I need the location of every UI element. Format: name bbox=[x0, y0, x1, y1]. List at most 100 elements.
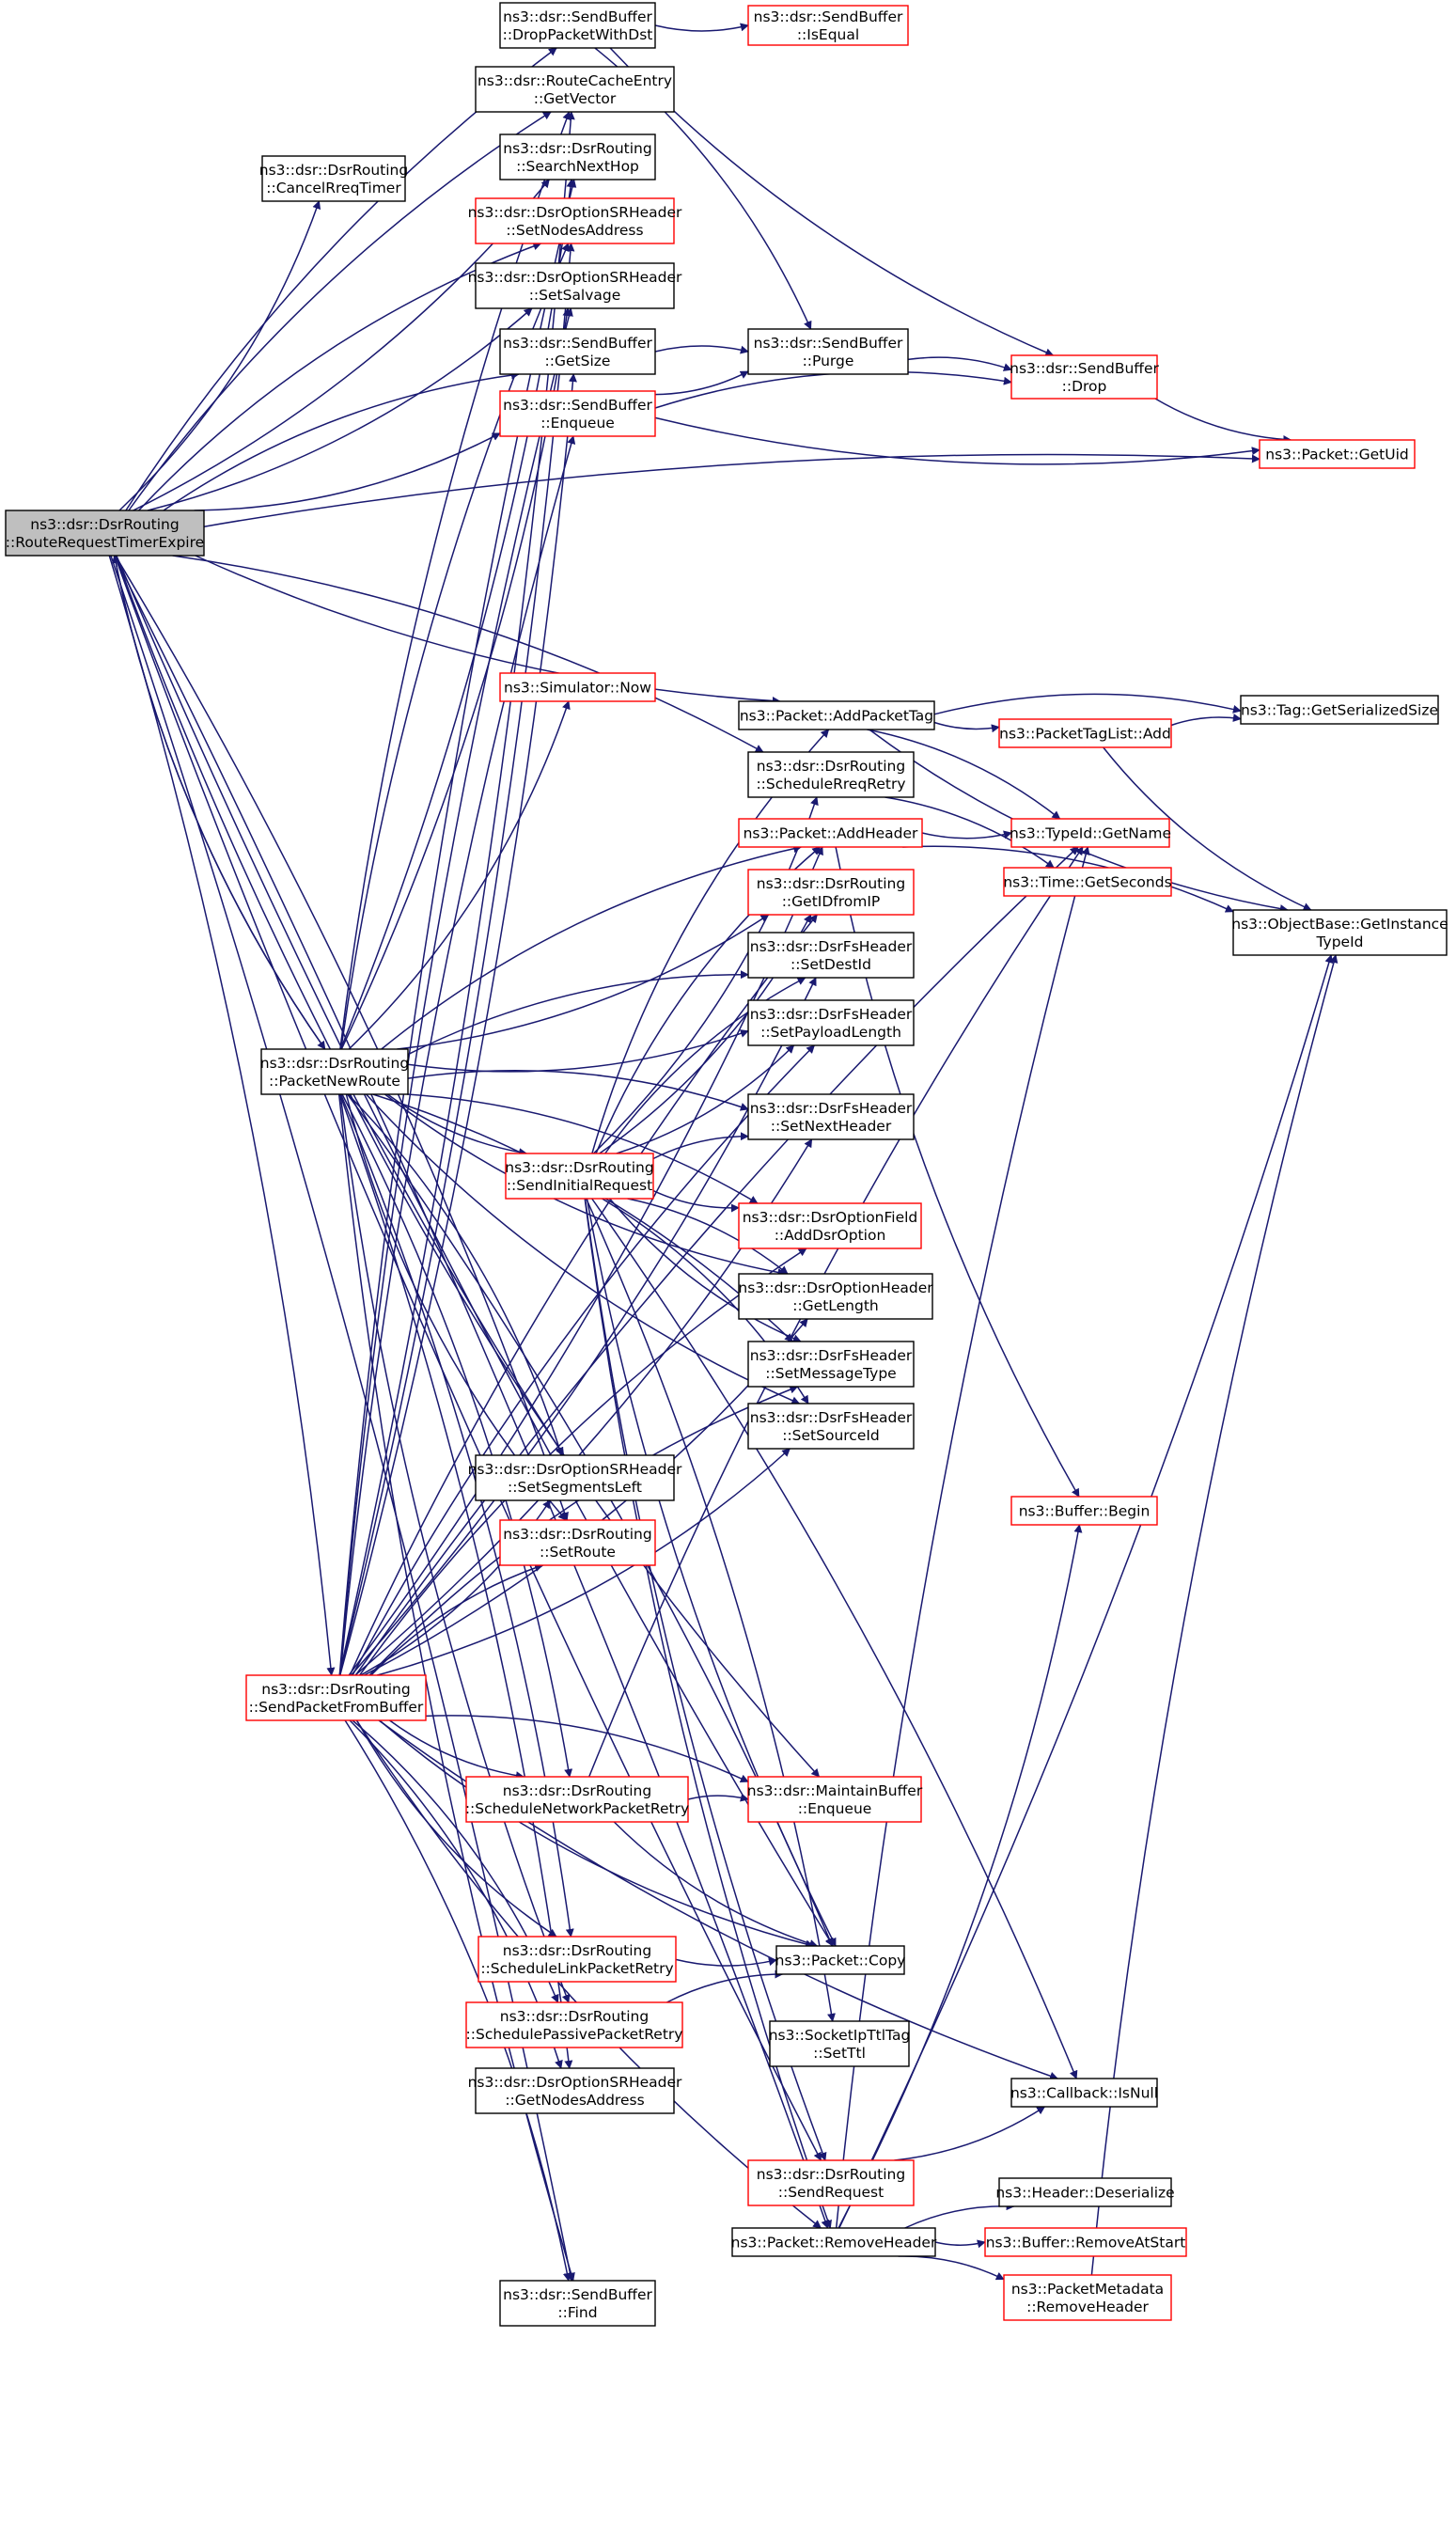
node-box bbox=[1003, 867, 1172, 897]
node-label: ns3::dsr::DsrRouting bbox=[757, 875, 905, 892]
node-label: ::SetNodesAddress bbox=[506, 222, 643, 239]
node-adddsroption[interactable]: ns3::dsr::DsrOptionField::AddDsrOption bbox=[738, 1202, 922, 1249]
node-sendfrombuf[interactable]: ns3::dsr::DsrRouting::SendPacketFromBuff… bbox=[245, 1674, 427, 1721]
node-setnexthdr[interactable]: ns3::dsr::DsrFsHeader::SetNextHeader bbox=[747, 1093, 915, 1140]
node-box bbox=[1010, 1496, 1158, 1526]
nodes-layer: ns3::dsr::DsrRouting::RouteRequestTimerE… bbox=[5, 2, 1448, 2327]
node-schednetretry[interactable]: ns3::dsr::DsrRouting::ScheduleNetworkPac… bbox=[465, 1776, 689, 1823]
node-getsize[interactable]: ns3::dsr::SendBuffer::GetSize bbox=[499, 328, 656, 375]
node-setttl[interactable]: ns3::SocketIpTtlTag::SetTtl bbox=[769, 2020, 911, 2067]
edge-schedpassive-to-packetcopy bbox=[666, 1969, 784, 2003]
node-setroute[interactable]: ns3::dsr::DsrRouting::SetRoute bbox=[499, 1519, 656, 1566]
node-label: ns3::Packet::GetUid bbox=[1265, 447, 1408, 463]
node-box bbox=[747, 932, 915, 979]
node-label: ns3::Buffer::Begin bbox=[1019, 1503, 1151, 1520]
node-label: ::ScheduleRreqRetry bbox=[756, 776, 905, 792]
node-label: ns3::dsr::DsrRouting bbox=[503, 140, 651, 157]
node-label: ns3::dsr::DsrRouting bbox=[500, 2008, 649, 2025]
node-setpayload[interactable]: ns3::dsr::DsrFsHeader::SetPayloadLength bbox=[747, 999, 915, 1046]
node-label: ns3::TypeId::GetName bbox=[1010, 825, 1171, 842]
edge-packetnewroute-to-searchnexthop bbox=[339, 179, 575, 1050]
node-label: ::SetPayloadLength bbox=[760, 1024, 901, 1041]
node-packetcopy[interactable]: ns3::Packet::Copy bbox=[775, 1945, 906, 1975]
node-hdrdeserialize[interactable]: ns3::Header::Deserialize bbox=[995, 2177, 1175, 2207]
node-searchnexthop[interactable]: ns3::dsr::DsrRouting::SearchNextHop bbox=[499, 133, 656, 180]
node-box bbox=[1010, 2078, 1158, 2108]
node-drop[interactable]: ns3::dsr::SendBuffer::Drop bbox=[1010, 354, 1159, 400]
node-pmremovehdr[interactable]: ns3::PacketMetadata::RemoveHeader bbox=[1003, 2274, 1172, 2321]
node-label: ns3::Header::Deserialize bbox=[995, 2185, 1174, 2202]
edge-getsize-to-purge bbox=[654, 345, 749, 354]
node-label: ::SearchNextHop bbox=[516, 158, 639, 175]
node-getvector[interactable]: ns3::dsr::RouteCacheEntry::GetVector bbox=[475, 66, 675, 113]
node-cancelrreq[interactable]: ns3::dsr::DsrRouting::CancelRreqTimer bbox=[259, 155, 408, 202]
node-removeatstart[interactable]: ns3::Buffer::RemoveAtStart bbox=[984, 2227, 1187, 2257]
node-schedlinkretry[interactable]: ns3::dsr::DsrRouting::ScheduleLinkPacket… bbox=[478, 1936, 677, 1983]
node-label: ::ScheduleLinkPacketRetry bbox=[480, 1960, 673, 1977]
node-label: ns3::PacketMetadata bbox=[1011, 2281, 1164, 2298]
edge-root-to-setroute bbox=[115, 555, 569, 1521]
edge-sendinitial-to-setdestid bbox=[604, 977, 806, 1154]
node-label: ns3::Packet::RemoveHeader bbox=[731, 2235, 937, 2252]
node-setsalvage[interactable]: ns3::dsr::DsrOptionSRHeader::SetSalvage bbox=[468, 262, 682, 309]
node-label: ns3::dsr::RouteCacheEntry bbox=[478, 72, 672, 89]
edge-root-to-schedrreqretry bbox=[172, 555, 764, 753]
node-setnodesaddr[interactable]: ns3::dsr::DsrOptionSRHeader::SetNodesAdd… bbox=[468, 197, 682, 244]
node-box bbox=[1010, 354, 1158, 400]
node-schedpassive[interactable]: ns3::dsr::DsrRouting::SchedulePassivePac… bbox=[465, 2001, 683, 2048]
edge-root-to-packetcopy bbox=[116, 555, 834, 1947]
edge-packetnewroute-to-setsegleft bbox=[347, 1093, 564, 1456]
edge-sendinitial-to-getlength bbox=[627, 1198, 789, 1275]
node-typeidname[interactable]: ns3::TypeId::GetName bbox=[1010, 818, 1171, 848]
edge-root-to-getuid bbox=[203, 453, 1260, 527]
node-setsegleft[interactable]: ns3::dsr::DsrOptionSRHeader::SetSegments… bbox=[468, 1454, 682, 1501]
node-sendrequest[interactable]: ns3::dsr::DsrRouting::SendRequest bbox=[747, 2159, 915, 2206]
node-packetnewroute[interactable]: ns3::dsr::DsrRouting::PacketNewRoute bbox=[260, 1048, 409, 1095]
node-setdestid[interactable]: ns3::dsr::DsrFsHeader::SetDestId bbox=[747, 932, 915, 979]
node-maintenqueue[interactable]: ns3::dsr::MaintainBuffer::Enqueue bbox=[747, 1776, 923, 1823]
node-getidfromip[interactable]: ns3::dsr::DsrRouting::GetIDfromIP bbox=[747, 869, 915, 916]
node-label: ::GetVector bbox=[534, 90, 617, 107]
node-enqueue[interactable]: ns3::dsr::SendBuffer::Enqueue bbox=[499, 390, 656, 437]
node-taglistadd[interactable]: ns3::PacketTagList::Add bbox=[998, 718, 1172, 748]
edge-sendfrombuf-to-setdestid bbox=[350, 977, 817, 1676]
node-addpackettag[interactable]: ns3::Packet::AddPacketTag bbox=[738, 700, 935, 730]
node-label: ns3::dsr::DsrOptionSRHeader bbox=[468, 1461, 682, 1478]
edge-drop-to-getuid bbox=[1154, 398, 1292, 444]
node-bufbegin[interactable]: ns3::Buffer::Begin bbox=[1010, 1496, 1158, 1526]
edge-sendfrombuf-to-setmsgtype bbox=[368, 1385, 799, 1676]
node-sbfind[interactable]: ns3::dsr::SendBuffer::Find bbox=[499, 2280, 656, 2327]
node-removeheader[interactable]: ns3::Packet::RemoveHeader bbox=[731, 2227, 937, 2257]
node-setmsgtype[interactable]: ns3::dsr::DsrFsHeader::SetMessageType bbox=[747, 1341, 915, 1388]
node-box bbox=[5, 510, 205, 557]
node-getnodesaddr[interactable]: ns3::dsr::DsrOptionSRHeader::GetNodesAdd… bbox=[468, 2067, 682, 2114]
node-now[interactable]: ns3::Simulator::Now bbox=[499, 672, 656, 702]
node-label: ::Enqueue bbox=[798, 1800, 872, 1817]
edge-root-to-sendfrombuf bbox=[108, 555, 336, 1676]
node-label: ns3::SocketIpTtlTag bbox=[769, 2027, 911, 2044]
node-label: ::GetSize bbox=[545, 353, 611, 369]
node-timesec[interactable]: ns3::Time::GetSeconds bbox=[1003, 867, 1172, 897]
node-box bbox=[1003, 2274, 1172, 2321]
node-purge[interactable]: ns3::dsr::SendBuffer::Purge bbox=[747, 328, 909, 375]
node-cbisnull[interactable]: ns3::Callback::IsNull bbox=[1010, 2078, 1158, 2108]
node-tagserial[interactable]: ns3::Tag::GetSerializedSize bbox=[1240, 695, 1439, 725]
node-addheader[interactable]: ns3::Packet::AddHeader bbox=[738, 818, 923, 848]
node-root[interactable]: ns3::dsr::DsrRouting::RouteRequestTimerE… bbox=[5, 510, 205, 557]
edge-addheader-to-typeidname bbox=[921, 830, 1012, 839]
node-schedrreqretry[interactable]: ns3::dsr::DsrRouting::ScheduleRreqRetry bbox=[747, 751, 915, 798]
node-setsourceid[interactable]: ns3::dsr::DsrFsHeader::SetSourceId bbox=[747, 1403, 915, 1450]
node-box bbox=[747, 999, 915, 1046]
node-sendinitial[interactable]: ns3::dsr::DsrRouting::SendInitialRequest bbox=[505, 1153, 654, 1200]
edge-sendinitial-to-setpayload bbox=[616, 1044, 795, 1154]
edge-sendinitial-to-packetcopy bbox=[586, 1198, 837, 1947]
node-getlength[interactable]: ns3::dsr::DsrOptionHeader::GetLength bbox=[738, 1273, 933, 1320]
edge-root-to-enqueue bbox=[194, 432, 501, 511]
edge-dropdst-to-isequal bbox=[654, 23, 749, 32]
node-getuid[interactable]: ns3::Packet::GetUid bbox=[1259, 439, 1416, 469]
node-isequal[interactable]: ns3::dsr::SendBuffer::IsEqual bbox=[747, 5, 909, 46]
node-label: ns3::PacketTagList::Add bbox=[999, 726, 1171, 743]
node-dropdst[interactable]: ns3::dsr::SendBuffer::DropPacketWithDst bbox=[499, 2, 656, 49]
